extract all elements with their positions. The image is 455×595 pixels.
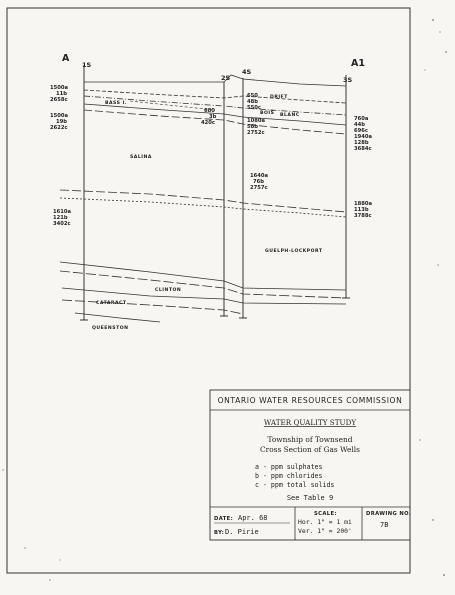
scale-label: SCALE: — [314, 511, 337, 517]
formation-guelph-lockport: GUELPH-LOCKPORT — [265, 248, 323, 254]
bass-islands-base-line — [83, 95, 347, 116]
title-block-frame — [209, 389, 411, 541]
svg-text:44b: 44b — [354, 122, 365, 128]
svg-text:1880a: 1880a — [354, 201, 372, 207]
well-data-4s-low: 1640a 76b 2757c — [250, 173, 268, 191]
title-block: ONTARIO WATER RESOURCES COMMISSION WATER… — [209, 389, 411, 541]
scan-specks — [2, 19, 447, 581]
svg-text:128b: 128b — [354, 140, 369, 146]
title-study: WATER QUALITY STUDY — [264, 418, 356, 427]
scale-horizontal: Hor. 1" = 1 mi — [298, 518, 352, 526]
well-data-1s-upper: 1500a 11b 2658c — [50, 85, 68, 103]
svg-text:58b: 58b — [247, 124, 258, 130]
svg-text:3402c: 3402c — [53, 221, 71, 227]
queenston-top-line — [74, 312, 161, 323]
svg-text:696c: 696c — [354, 128, 368, 134]
legend-total-solids: c - ppm total solids — [255, 481, 334, 489]
svg-text:76b: 76b — [253, 179, 264, 185]
legend-sulphates: a - ppm sulphates — [255, 463, 323, 471]
svg-text:1610a: 1610a — [53, 209, 71, 215]
cross-section-diagram: A A1 1S 2S 4S 3S DRIFT BASS I. BOIS BLAN… — [50, 53, 372, 331]
well-data-2s-mid: 680 3b 420c — [201, 108, 217, 126]
legend-chlorides: b - ppm chlorides — [255, 472, 323, 480]
svg-text:113b: 113b — [354, 207, 369, 213]
clinton-top-line — [59, 270, 347, 299]
well-data-3s-upper: 760a 44b 696c 1940a 128b 3684c — [354, 116, 372, 152]
well-data-1s-low: 1610a 121b 3402c — [53, 209, 71, 227]
svg-text:48b: 48b — [247, 99, 258, 105]
svg-text:550c: 550c — [247, 105, 261, 111]
svg-text:680: 680 — [204, 108, 215, 114]
svg-text:1640a: 1640a — [250, 173, 268, 179]
ground-surface-line — [84, 74, 347, 87]
svg-text:2622c: 2622c — [50, 125, 68, 131]
svg-text:19b: 19b — [56, 119, 67, 125]
svg-text:2658c: 2658c — [50, 97, 68, 103]
by-value: D. Pirie — [225, 528, 259, 536]
title-location: Township of Townsend — [268, 435, 353, 444]
svg-text:11b: 11b — [56, 91, 67, 97]
svg-text:1500a: 1500a — [50, 113, 68, 119]
formation-bass-islands: BASS I. — [105, 100, 127, 106]
guelph-top-line — [59, 197, 347, 218]
well-id-1s: 1S — [82, 61, 92, 69]
svg-text:760a: 760a — [354, 116, 369, 122]
formation-queenston: QUEENSTON — [92, 325, 128, 331]
formation-bois-prefix: BOIS — [260, 110, 274, 116]
well-data-4s-upper: 650 48b 550c — [247, 93, 261, 111]
clinton-base-line — [61, 287, 347, 305]
well-id-3s: 3S — [343, 76, 353, 84]
svg-text:2752c: 2752c — [247, 130, 265, 136]
svg-text:1500a: 1500a — [50, 85, 68, 91]
svg-text:3b: 3b — [209, 114, 217, 120]
scale-vertical: Ver. 1" = 200' — [298, 527, 352, 535]
formation-bois-blanc: BLANC — [280, 112, 300, 118]
bass-leader-line — [129, 100, 216, 111]
well-data-4s-mid: 1080a 58b 2752c — [247, 118, 265, 136]
well-id-2s: 2S — [221, 74, 231, 82]
svg-text:650: 650 — [247, 93, 258, 99]
svg-text:3684c: 3684c — [354, 146, 372, 152]
section-start-label: A — [62, 53, 70, 64]
formation-clinton: CLINTON — [155, 287, 181, 293]
svg-text:3788c: 3788c — [354, 213, 372, 219]
guelph-base-line — [59, 261, 347, 291]
date-label: DATE: — [214, 516, 233, 522]
bois-blanc-base-line — [83, 103, 347, 126]
formation-salina: SALINA — [130, 154, 152, 160]
sheet-border — [6, 7, 411, 574]
salina-top-line — [83, 109, 347, 135]
by-label: BY: — [214, 530, 224, 536]
see-table-note: See Table 9 — [287, 494, 333, 502]
title-organization: ONTARIO WATER RESOURCES COMMISSION — [218, 396, 403, 405]
formation-cataract: CATARACT — [96, 300, 127, 306]
well-id-4s: 4S — [242, 68, 252, 76]
svg-text:2757c: 2757c — [250, 185, 268, 191]
drawing-number-value: 7B — [380, 521, 388, 529]
svg-text:1080a: 1080a — [247, 118, 265, 124]
section-end-label: A1 — [351, 58, 365, 69]
drift-base-line — [83, 89, 347, 104]
well-data-3s-low: 1880a 113b 3788c — [354, 201, 372, 219]
svg-text:420c: 420c — [201, 120, 215, 126]
drawing-number-label: DRAWING NO. — [366, 511, 411, 517]
cataract-base-line — [61, 299, 244, 315]
date-value: Apr. 68 — [238, 514, 268, 522]
formation-drift: DRIFT — [270, 94, 288, 100]
title-subtitle: Cross Section of Gas Wells — [260, 445, 360, 454]
well-data-1s-mid: 1500a 19b 2622c — [50, 113, 68, 131]
svg-text:1940a: 1940a — [354, 134, 372, 140]
salina-base-line — [59, 189, 347, 213]
svg-text:121b: 121b — [53, 215, 68, 221]
well-ticks — [80, 297, 350, 321]
